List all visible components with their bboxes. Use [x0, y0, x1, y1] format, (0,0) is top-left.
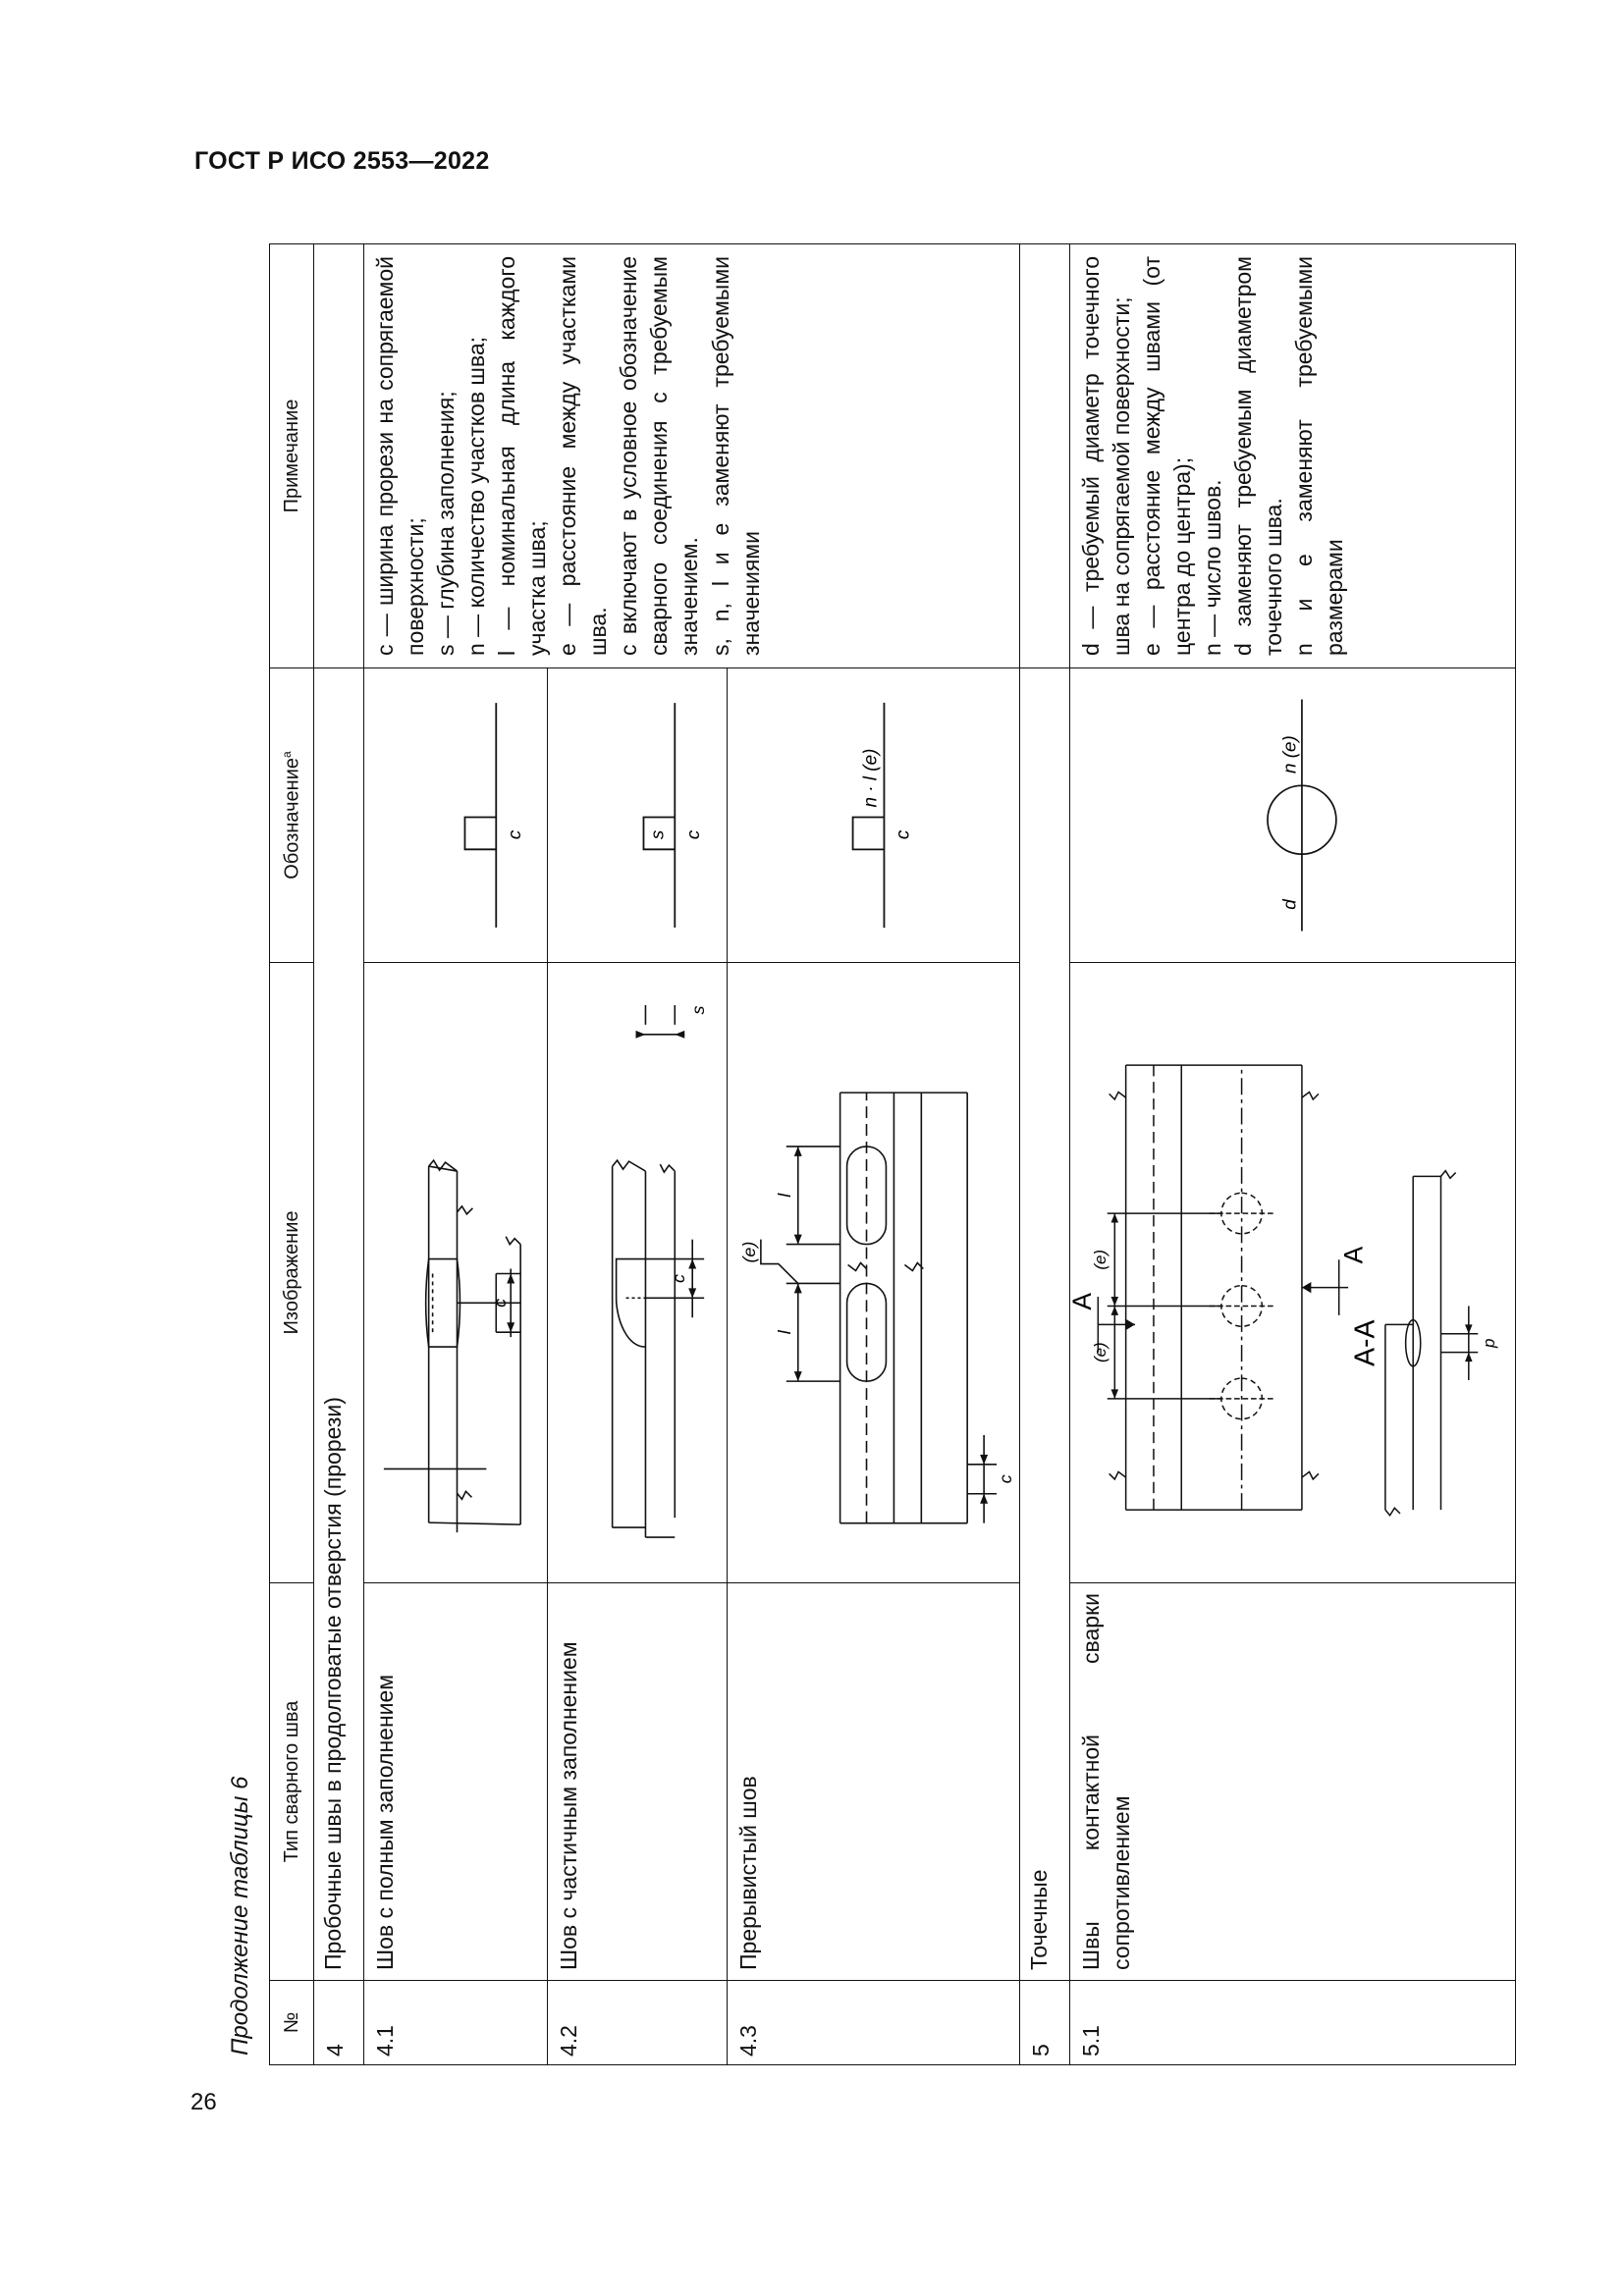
spot-weld-drawing: (e) (e) A A A-A p — [1070, 1064, 1498, 1518]
symbol-n-e-label: n (e) — [1278, 735, 1299, 774]
col-header-image: Изображение — [269, 962, 314, 1583]
weld-type: Шов с частичным заполнением — [547, 1582, 728, 1981]
row-number: 5.1 — [1069, 1980, 1516, 2065]
weld-drawing-4-3: l l (e) c — [727, 962, 1020, 1583]
section-label-aa: A-A — [1349, 1320, 1380, 1366]
note-line: s, n, l и e заменяют требуемыми значения… — [707, 256, 764, 656]
page-number: 26 — [190, 2089, 217, 2115]
group-title: Пробочные швы в продолговатые отверстия … — [313, 667, 364, 1981]
table-row-5-1: 5.1 Швы контактной сварки сопротивлением — [1069, 243, 1516, 2065]
table-caption: Продолжение таблицы 6 — [227, 1776, 253, 2056]
note-line: c — ширина прорези на сопрягаемой поверх… — [372, 256, 429, 656]
table-row-4-3: 4.3 Прерывистый шов — [727, 244, 1020, 2065]
note-spot-welds: d — требуемый диаметр точечного шва на с… — [1069, 243, 1516, 668]
dimension-e-label: (e) — [739, 1242, 759, 1263]
full-fill-slot-drawing: c — [383, 1158, 521, 1533]
section-mark-a-2: A — [1338, 1246, 1368, 1263]
document-header: ГОСТ Р ИСО 2553—2022 — [194, 147, 490, 175]
partial-fill-slot-drawing: c s — [611, 1004, 708, 1538]
symbol-4-1: c — [363, 667, 548, 963]
dimension-s-label: s — [688, 1005, 708, 1014]
weld-types-table: № Тип сварного шва Изображение Обозначен… — [269, 243, 1516, 2065]
dimension-c-label: c — [669, 1274, 688, 1283]
group-row-4: 4 Пробочные швы в продолговатые отверсти… — [313, 243, 364, 2065]
table-row-4-1: 4.1 Шов с полным заполнением — [363, 243, 1020, 2065]
table-header-row: № Тип сварного шва Изображение Обозначен… — [269, 243, 314, 2065]
symbol-c-label: c — [505, 829, 525, 839]
dimension-e-label-2: (e) — [1091, 1250, 1110, 1270]
note-line: n и e заменяют требуемыми размерами — [1291, 256, 1348, 656]
row-number: 4.2 — [547, 1980, 728, 2065]
spot-weld-symbol: d n (e) — [1267, 699, 1337, 932]
symbol-d-label: d — [1278, 899, 1299, 910]
symbol-c-label: c — [683, 829, 704, 839]
note-line: d заменяют требуемым диаметром точечного… — [1230, 256, 1287, 656]
weld-drawing-4-2: c s — [547, 962, 728, 1583]
empty-cell — [313, 243, 364, 668]
group-number: 4 — [313, 1980, 364, 2065]
note-line: s — глубина заполнения; — [433, 391, 460, 656]
table-row-4-2: 4.2 Шов с частичным заполнением — [547, 244, 728, 2065]
note-line: l — номинальная длина каждого участка шв… — [494, 256, 551, 656]
dimension-c-label: c — [490, 1299, 510, 1308]
symbol-c-label: c — [893, 829, 913, 839]
col-header-number: № — [269, 1980, 314, 2065]
symbol-4-3: c n · l (e) — [727, 667, 1020, 963]
col-header-designation: Обозначениеa — [269, 667, 314, 963]
intermittent-slot-drawing: l l (e) c — [739, 1092, 1015, 1524]
weld-drawing-5-1: (e) (e) A A A-A p — [1069, 962, 1516, 1583]
note-line: n — число швов. — [1200, 479, 1226, 656]
symbol-5-1: d n (e) — [1069, 667, 1516, 963]
symbol-n-l-e-label: n · l (e) — [860, 749, 881, 808]
weld-type: Прерывистый шов — [727, 1582, 1020, 1981]
group-row-5: 5 Точечные — [1019, 243, 1070, 2065]
dimension-l-label-2: l — [775, 1193, 794, 1198]
weld-type: Швы контактной сварки сопротивлением — [1069, 1582, 1516, 1981]
weld-type: Шов с полным заполнением — [363, 1582, 548, 1981]
section-mark-a: A — [1070, 1293, 1097, 1310]
partial-slot-weld-symbol: c s — [642, 703, 704, 928]
note-line: e — расстояние между участками шва. — [555, 256, 612, 656]
slot-weld-symbol: c — [463, 703, 525, 928]
group-title: Точечные — [1019, 667, 1070, 1981]
symbol-4-2: c s — [547, 667, 728, 963]
dimension-c-label: c — [996, 1474, 1015, 1483]
empty-cell — [1019, 243, 1070, 668]
weld-drawing-4-1: c — [363, 962, 548, 1583]
symbol-s-label: s — [647, 829, 668, 839]
note-line: c включают в условное обозначение сварно… — [616, 256, 703, 656]
note-line: d — требуемый диаметр точечного шва на с… — [1078, 256, 1135, 656]
rotated-table-page: Продолжение таблицы 6 № Тип сварного шва… — [227, 243, 1519, 2071]
note-line: n — количество участков шва; — [463, 336, 490, 656]
dimension-p-label: p — [1480, 1339, 1498, 1349]
note-slot-welds: c — ширина прорези на сопрягаемой поверх… — [363, 243, 1020, 668]
note-line: e — расстояние между швами (от центра до… — [1139, 256, 1196, 656]
col-header-note: Примечание — [269, 243, 314, 668]
dimension-e-label: (e) — [1091, 1342, 1110, 1362]
intermittent-weld-symbol: c n · l (e) — [851, 702, 913, 929]
row-number: 4.1 — [363, 1980, 548, 2065]
group-number: 5 — [1019, 1980, 1070, 2065]
dimension-l-label: l — [775, 1329, 794, 1334]
row-number: 4.3 — [727, 1980, 1020, 2065]
col-header-type: Тип сварного шва — [269, 1582, 314, 1981]
